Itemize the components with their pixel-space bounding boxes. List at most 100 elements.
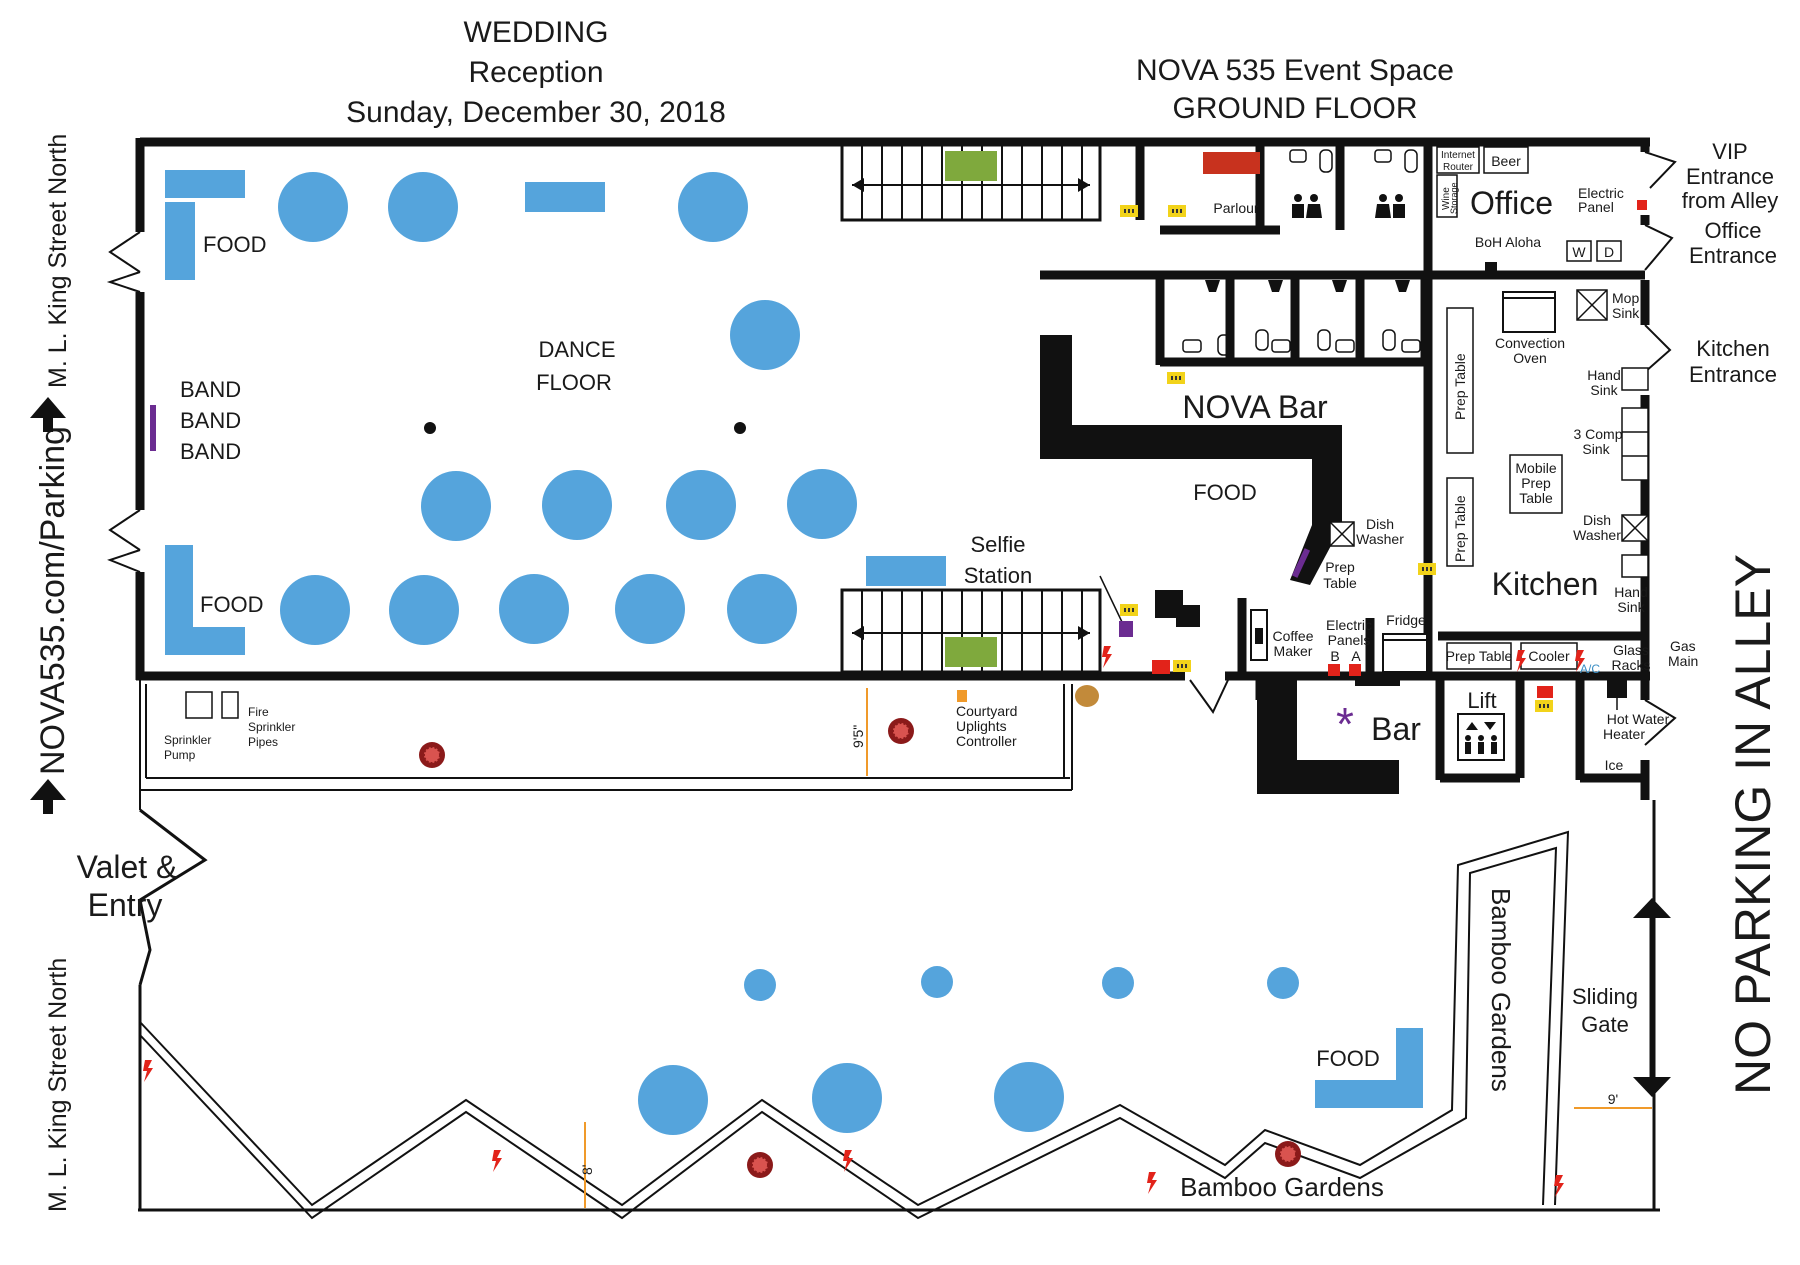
fire-label: Fire: [248, 705, 269, 719]
valet-label: Valet &: [77, 849, 178, 885]
bar-table-label: Table: [1323, 575, 1357, 591]
bar-star-icon: *: [1336, 698, 1354, 750]
courtyard-label: Courtyard: [956, 703, 1017, 719]
nova-bar-counter: [1040, 335, 1400, 794]
title-venue: NOVA 535 Event Space: [1136, 54, 1454, 87]
electric-icon-4: [143, 1060, 153, 1082]
outlet-selfie: [1120, 604, 1138, 616]
zigzag-fence: [139, 830, 1570, 1220]
dish-washer-kitchen-label-2: Washer: [1573, 527, 1621, 543]
coffee-label: Coffee: [1273, 628, 1314, 644]
food-label-courtyard: FOOD: [1316, 1046, 1380, 1071]
food-label-bar: FOOD: [1193, 480, 1257, 505]
food-label-bottom-left: FOOD: [200, 592, 264, 617]
racks-label: Racks: [1612, 657, 1651, 673]
parking-link-label[interactable]: NOVA535.com/Parking: [34, 426, 72, 775]
beer-label: Beer: [1491, 153, 1521, 169]
band-marker: [150, 405, 156, 451]
wine-label: Wine: [1441, 187, 1452, 210]
uplight-icon-2: [887, 717, 915, 745]
heater-label: Heater: [1603, 726, 1645, 742]
electric-icon-5: [492, 1150, 502, 1172]
mop-sink-label: Sink: [1612, 305, 1640, 321]
electric-panels-label-1: Electric: [1326, 617, 1372, 633]
hot-water-label: Hot Water: [1607, 711, 1670, 727]
band-label-3: BAND: [180, 439, 241, 464]
cooler-label: Cooler: [1528, 648, 1570, 664]
sliding-label: Sliding: [1572, 984, 1638, 1009]
title-reception: Reception: [468, 56, 603, 89]
food-station-courtyard: [1315, 1028, 1423, 1108]
panel-b-label: B: [1330, 648, 1339, 664]
mobile-prep-table: [1509, 454, 1563, 514]
sliding-gate-arrow: [1633, 898, 1671, 1097]
gate-label: Gate: [1581, 1012, 1629, 1037]
hand-sink-2-label-1: Hand: [1614, 584, 1647, 600]
title-floor: GROUND FLOOR: [1172, 92, 1417, 125]
urinal-icons: [1205, 280, 1410, 292]
kitchen-prep-table: [1446, 642, 1512, 670]
fire-sprinkler-pipes: [221, 691, 239, 719]
mop-label: Mop: [1612, 290, 1639, 306]
entry-label: Entry: [88, 887, 163, 923]
food-station-bottom-left: [165, 545, 245, 655]
guest-tables-hall: [278, 172, 857, 645]
food-label-top-left: FOOD: [203, 232, 267, 257]
bamboo-gardens-side-label: Bamboo Gardens: [1486, 888, 1516, 1092]
selfie-marker: [1119, 621, 1133, 637]
outlet-3: [1167, 372, 1185, 384]
controller-label: Controller: [956, 733, 1017, 749]
street-label-bottom: M. L. King Street North: [44, 958, 72, 1212]
boh-aloha-label: BoH Aloha: [1475, 234, 1541, 250]
restroom-icon: [1289, 149, 1418, 218]
fridge-label: Fridge: [1386, 612, 1426, 628]
spot-light: [1075, 685, 1099, 707]
band-label-2: BAND: [180, 408, 241, 433]
dance-label: DANCE: [538, 337, 615, 362]
oven-label: Oven: [1513, 350, 1546, 366]
ice-label: Ice: [1605, 757, 1624, 773]
sprinkler-pump: [185, 691, 213, 719]
right-doors: [1644, 151, 1677, 746]
vip-from-alley-label: from Alley: [1682, 188, 1779, 213]
parlour-sofa: [1203, 152, 1260, 174]
mobile-table-label: Table: [1519, 490, 1553, 506]
kitchen-entrance-label-2: Entrance: [1689, 362, 1777, 387]
three-comp-sink-label: Sink: [1582, 441, 1610, 457]
electric-panel-office: [1637, 200, 1647, 210]
internet-label: Internet: [1441, 150, 1475, 161]
panel-a-label: A: [1351, 648, 1361, 664]
pipes-label: Pipes: [248, 735, 278, 749]
food-station-top-left: [165, 170, 245, 280]
gate-width-label: 9': [1608, 1091, 1618, 1107]
electric-icon-7: [1147, 1172, 1157, 1194]
dish-washer-bar-label-1: Dish: [1366, 516, 1394, 532]
column-right: [734, 422, 746, 434]
glass-label: Glass: [1613, 642, 1649, 658]
title-wedding: WEDDING: [464, 16, 609, 49]
lift-label: Lift: [1467, 688, 1496, 713]
street-label-top: M. L. King Street North: [44, 134, 72, 388]
kitchen-entrance-label-1: Kitchen: [1696, 336, 1769, 361]
ac-label: A/C: [1580, 662, 1600, 676]
bar-label: Bar: [1371, 711, 1421, 747]
height-top-label: 9'5": [850, 725, 866, 748]
vip-label: VIP: [1712, 139, 1747, 164]
electric-icon-3: [1102, 646, 1112, 668]
dryer-label: D: [1604, 244, 1614, 260]
uplight-icon-1: [418, 741, 446, 769]
station-label: Station: [964, 563, 1033, 588]
selfie-table: [866, 556, 946, 586]
router-label: Router: [1443, 162, 1474, 173]
mobile-label: Mobile: [1515, 460, 1556, 476]
courtyard-tables: [638, 966, 1299, 1135]
electric-panels-label-2: Panels: [1328, 632, 1371, 648]
title-date: Sunday, December 30, 2018: [346, 96, 726, 129]
bar-prep-label: Prep: [1325, 559, 1355, 575]
washer-label: W: [1572, 244, 1586, 260]
uplight-icon-4: [1274, 1140, 1302, 1168]
kitchen-prep-table-label: Prep Table: [1446, 648, 1513, 664]
head-table-top: [525, 182, 605, 212]
corridor-walls: [139, 680, 1073, 810]
